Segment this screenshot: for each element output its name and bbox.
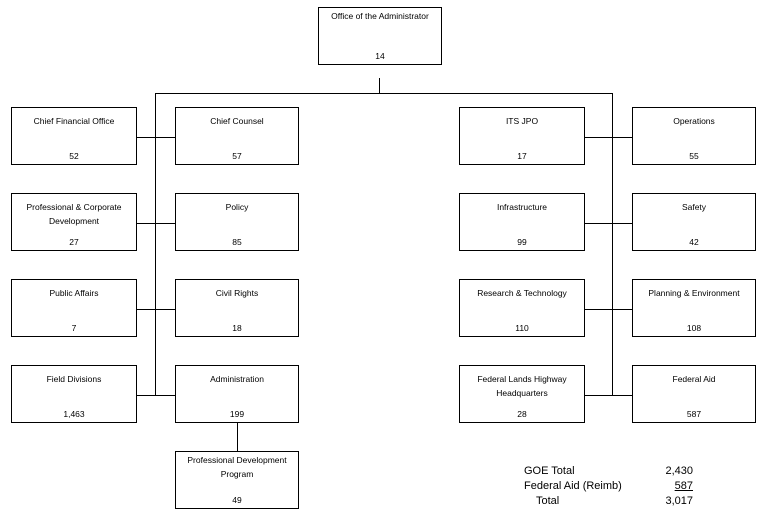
box-professional-development-program: Professional Development Program 49 — [175, 451, 299, 509]
goe-total-label: GOE Total — [524, 465, 575, 477]
box-count: 28 — [517, 409, 527, 419]
box-public-affairs: Public Affairs 7 — [11, 279, 137, 337]
connector-right-row3 — [585, 309, 633, 310]
box-civil-rights: Civil Rights 18 — [175, 279, 299, 337]
box-name: Civil Rights — [215, 288, 259, 298]
box-name: Field Divisions — [46, 374, 102, 384]
connector-left-row4 — [136, 395, 176, 396]
box-count: 52 — [69, 151, 79, 161]
box-count: 57 — [232, 151, 242, 161]
box-field-divisions: Field Divisions 1,463 — [11, 365, 137, 423]
box-operations: Operations 55 — [632, 107, 756, 165]
box-research-technology: Research & Technology 110 — [459, 279, 585, 337]
connector-right-trunk — [612, 93, 613, 395]
connector-top-vertical — [379, 78, 380, 94]
grand-total-value: 3,017 — [665, 495, 693, 507]
box-count: 99 — [517, 237, 527, 247]
connector-right-row1 — [585, 137, 633, 138]
box-its-jpo: ITS JPO 17 — [459, 107, 585, 165]
box-name: Research & Technology — [477, 288, 567, 298]
connector-left-row2 — [136, 223, 176, 224]
box-name: ITS JPO — [505, 116, 539, 126]
box-name: Safety — [681, 202, 707, 212]
box-name: Planning & Environment — [648, 288, 740, 298]
box-count: 55 — [689, 151, 699, 161]
box-administration: Administration 199 — [175, 365, 299, 423]
connector-left-row1 — [136, 137, 176, 138]
box-name: Professional Development Program — [187, 455, 287, 479]
connector-right-row4 — [585, 395, 633, 396]
box-count: 1,463 — [63, 409, 85, 419]
box-count: 17 — [517, 151, 527, 161]
box-planning-environment: Planning & Environment 108 — [632, 279, 756, 337]
box-count: 85 — [232, 237, 242, 247]
box-count: 7 — [71, 323, 77, 333]
box-name: Chief Counsel — [210, 116, 264, 126]
connector-top-horizontal — [155, 93, 613, 94]
box-count: 27 — [69, 237, 79, 247]
box-name: Federal Aid — [672, 374, 716, 384]
box-infrastructure: Infrastructure 99 — [459, 193, 585, 251]
grand-total-label: Total — [536, 495, 560, 507]
connector-administration-pdp — [237, 423, 238, 452]
connector-left-row3 — [136, 309, 176, 310]
box-chief-financial-office: Chief Financial Office 52 — [11, 107, 137, 165]
box-count: 108 — [686, 323, 702, 333]
box-count: 49 — [232, 495, 242, 505]
staffing-summary: GOE Total 2,430 Federal Aid (Reimb) 587 … — [500, 465, 700, 511]
box-policy: Policy 85 — [175, 193, 299, 251]
box-safety: Safety 42 — [632, 193, 756, 251]
box-name: Federal Lands Highway Headquarters — [477, 374, 567, 398]
connector-left-trunk — [155, 93, 156, 395]
box-name: Office of the Administrator — [331, 11, 429, 21]
box-count: 199 — [229, 409, 245, 419]
box-name: Chief Financial Office — [33, 116, 115, 126]
box-name: Infrastructure — [496, 202, 548, 212]
box-professional-corporate-development: Professional & Corporate Development 27 — [11, 193, 137, 251]
federal-aid-reimb-label: Federal Aid (Reimb) — [524, 480, 622, 492]
box-count: 18 — [232, 323, 242, 333]
box-count: 42 — [689, 237, 699, 247]
box-name: Administration — [210, 374, 264, 384]
box-federal-aid: Federal Aid 587 — [632, 365, 756, 423]
box-name: Professional & Corporate Development — [26, 202, 122, 226]
box-count: 14 — [375, 51, 385, 61]
box-name: Policy — [225, 202, 249, 212]
federal-aid-reimb-value: 587 — [674, 480, 693, 492]
box-chief-counsel: Chief Counsel 57 — [175, 107, 299, 165]
box-name: Operations — [673, 116, 715, 126]
box-federal-lands-highway-hq: Federal Lands Highway Headquarters 28 — [459, 365, 585, 423]
box-office-of-administrator: Office of the Administrator 14 — [318, 7, 442, 65]
box-name: Public Affairs — [49, 288, 99, 298]
box-count: 587 — [686, 409, 702, 419]
connector-right-row2 — [585, 223, 633, 224]
box-count: 110 — [515, 323, 529, 333]
goe-total-value: 2,430 — [665, 465, 693, 477]
